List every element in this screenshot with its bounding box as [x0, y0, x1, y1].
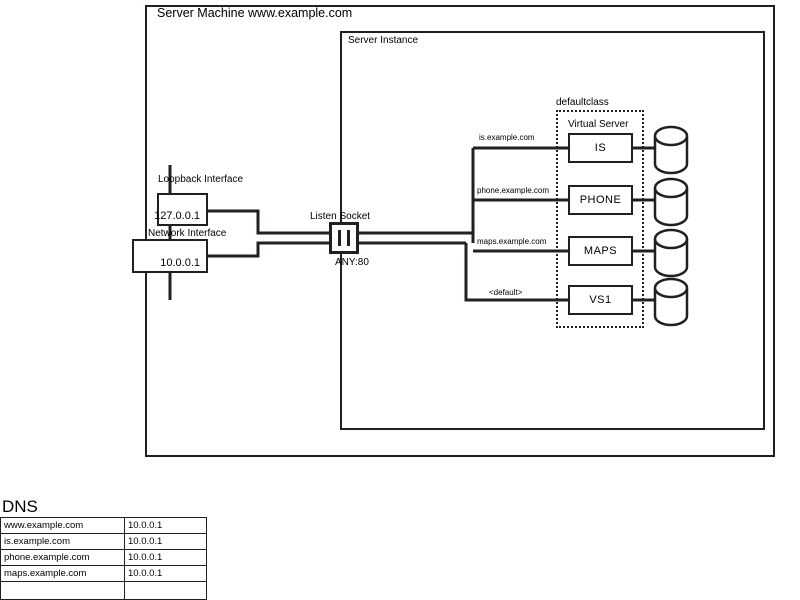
storage-cylinder-group [653, 125, 689, 327]
dns-address-cell: 10.0.0.1 [124, 517, 207, 534]
dns-host-cell: is.example.com [0, 533, 125, 550]
dns-address-cell: 10.0.0.1 [124, 565, 207, 582]
virtual-server-maps: MAPS [568, 236, 633, 266]
virtual-server-is: IS [568, 133, 633, 163]
dns-table-body: www.example.com 10.0.0.1 is.example.com … [0, 517, 207, 600]
route-label-is: is.example.com [479, 133, 535, 142]
dns-address-cell [124, 581, 207, 600]
loopback-interface-address: 127.0.0.1 [154, 210, 200, 222]
dns-host-cell: www.example.com [0, 517, 125, 534]
server-instance-title: Server Instance [348, 35, 419, 46]
table-row: www.example.com 10.0.0.1 [0, 517, 207, 534]
listen-socket-box [329, 222, 359, 254]
socket-bar-left-icon [338, 230, 341, 246]
loopback-to-socket-line [208, 209, 329, 235]
table-row: is.example.com 10.0.0.1 [0, 533, 207, 550]
table-row [0, 581, 207, 600]
listen-socket-port: ANY:80 [335, 257, 369, 268]
network-to-socket-line [208, 241, 329, 258]
network-interface-title: Network Interface [148, 228, 227, 239]
network-interface-address: 10.0.0.1 [160, 257, 200, 269]
route-label-phone: phone.example.com [477, 186, 550, 195]
defaultclass-boundary [556, 110, 644, 328]
server-instance-boundary [340, 31, 765, 430]
table-row: phone.example.com 10.0.0.1 [0, 549, 207, 566]
virtual-server-header: Virtual Server [568, 119, 629, 130]
server-machine-boundary [145, 5, 775, 457]
dns-host-cell [0, 581, 125, 600]
listen-socket-title: Listen Socket [310, 211, 371, 222]
storage-cylinder-is [653, 125, 689, 175]
defaultclass-title: defaultclass [556, 97, 609, 108]
dns-address-cell: 10.0.0.1 [124, 549, 207, 566]
socket-bar-right-icon [347, 230, 350, 246]
dns-section-title: DNS [2, 497, 38, 516]
network-interface-box: 10.0.0.1 [132, 239, 208, 273]
storage-cylinder-maps [653, 228, 689, 278]
loopback-interface-box: 127.0.0.1 [154, 193, 208, 226]
dns-table: www.example.com 10.0.0.1 is.example.com … [0, 517, 207, 600]
virtual-server-vs1: VS1 [568, 285, 633, 315]
dns-host-cell: maps.example.com [0, 565, 125, 582]
virtual-server-phone: PHONE [568, 185, 633, 215]
storage-cylinder-phone [653, 177, 689, 227]
loopback-interface-title: Loopback Interface [158, 174, 244, 185]
route-label-maps: maps.example.com [477, 237, 547, 246]
dns-address-cell: 10.0.0.1 [124, 533, 207, 550]
storage-cylinder-vs1 [653, 277, 689, 327]
server-machine-title: Server Machine www.example.com [157, 6, 353, 20]
table-row: maps.example.com 10.0.0.1 [0, 565, 207, 582]
dns-host-cell: phone.example.com [0, 549, 125, 566]
branch-to-vs1 [464, 243, 568, 302]
route-label-default: <default> [489, 288, 523, 297]
